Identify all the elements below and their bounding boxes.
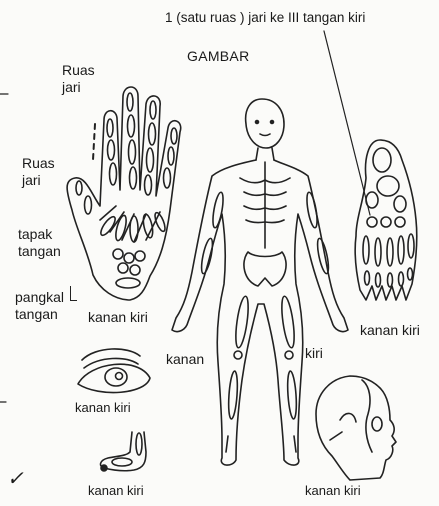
label-foot-sides: kanan kiri <box>360 323 420 338</box>
label-tapak-tangan-1: tapak <box>18 227 52 242</box>
label-pangkal-tangan-2: tangan <box>15 307 58 322</box>
label-lower-foot-sides: kanan kiri <box>88 484 144 498</box>
eye-drawing <box>78 349 150 393</box>
label-ruas-jari-mid-2: jari <box>22 173 41 188</box>
label-ruas-jari-top-2: jari <box>62 80 81 95</box>
label-eye-sides: kanan kiri <box>75 401 131 415</box>
label-head-sides: kanan kiri <box>305 484 361 498</box>
label-body-right: kiri <box>305 346 323 361</box>
label-tapak-tangan-2: tangan <box>18 244 61 259</box>
lower-foot-drawing <box>101 432 146 471</box>
hand-skeleton-drawing <box>67 87 181 300</box>
annotation-pointer-line <box>324 31 370 215</box>
label-body-left: kanan <box>166 352 204 367</box>
annotation-text: 1 (satu ruas ) jari ke III tangan kiri <box>165 11 365 25</box>
label-pangkal-tangan-1: pangkal <box>15 290 64 305</box>
pangkal-bracket <box>70 286 77 301</box>
head-skull-drawing <box>316 376 396 480</box>
page-title: GAMBAR <box>187 49 249 64</box>
label-hand-sides: kanan kiri <box>88 310 148 325</box>
check-mark: ✓ <box>7 468 24 489</box>
foot-skeleton-drawing <box>355 140 417 300</box>
dotted-marker <box>93 124 95 160</box>
label-ruas-jari-mid-1: Ruas <box>22 156 55 171</box>
label-ruas-jari-top-1: Ruas <box>62 63 95 78</box>
body-skeleton-drawing <box>172 99 348 465</box>
